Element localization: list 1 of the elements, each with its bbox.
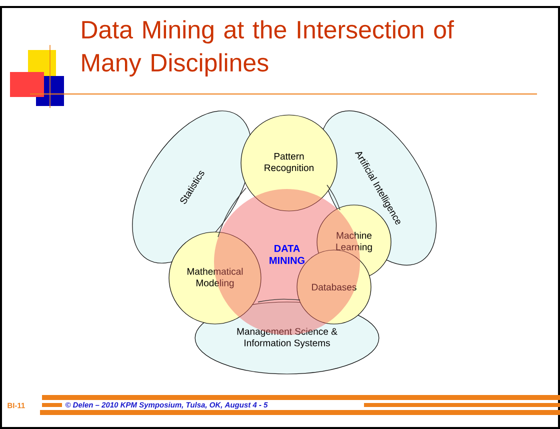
title: Data Mining at the Intersection of Many Disciplines bbox=[82, 20, 454, 76]
